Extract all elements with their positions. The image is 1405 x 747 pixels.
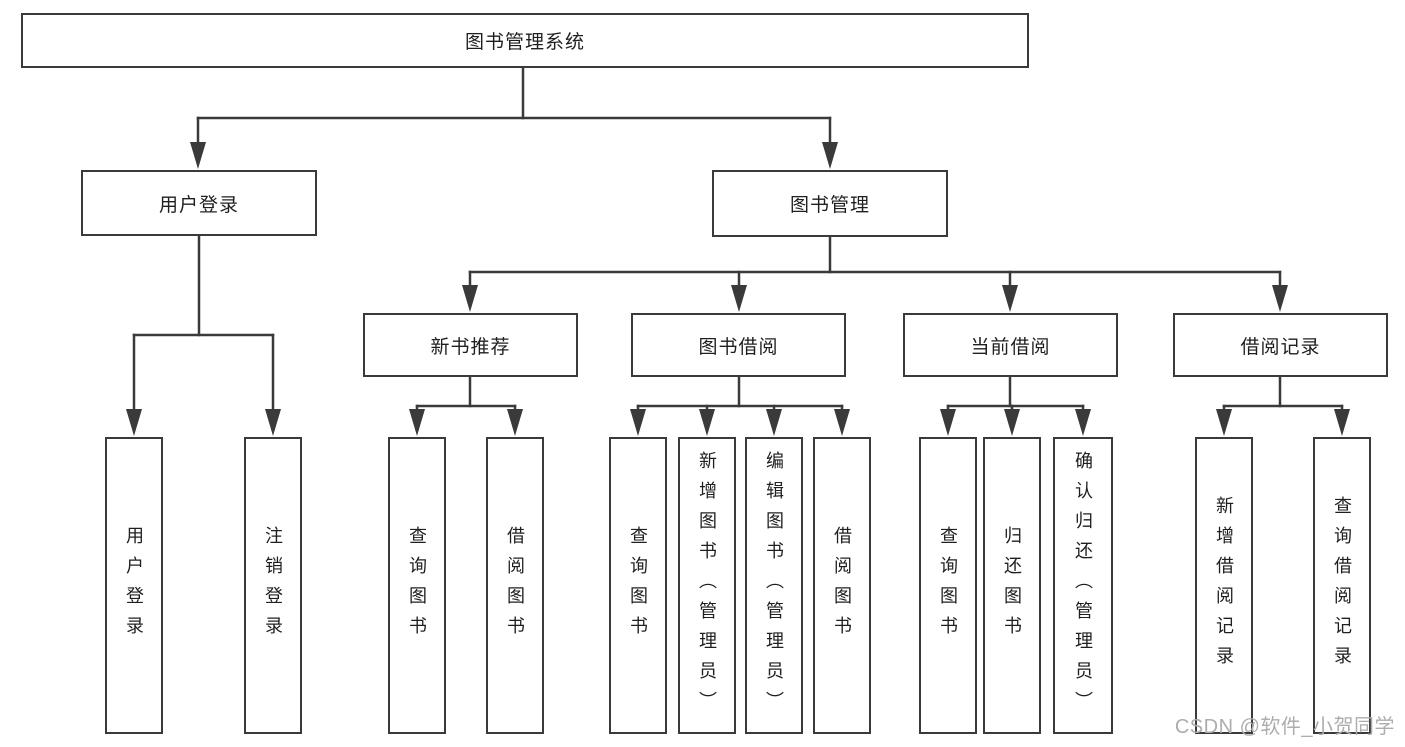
connectors-book-management-children: [462, 235, 1288, 312]
connectors-new-book-recommend-children: [409, 375, 523, 436]
node-book-borrow: 图书借阅: [631, 313, 846, 377]
node-current-borrow: 当前借阅: [903, 313, 1118, 377]
node-query-books-borrow: 查询图书: [609, 437, 667, 734]
node-user-login: 用户登录: [81, 170, 317, 236]
connectors-book-borrow-children: [630, 375, 850, 436]
node-query-books-recommend: 查询图书: [388, 437, 446, 734]
csdn-watermark: CSDN @软件_小贺同学: [1174, 716, 1395, 738]
node-book-management: 图书管理: [712, 170, 948, 237]
node-query-borrow-record: 查询借阅记录: [1313, 437, 1371, 734]
node-edit-books-admin: 编辑图书（管理员）: [745, 437, 803, 734]
connectors-current-borrow-children: [940, 375, 1091, 436]
node-new-book-recommend: 新书推荐: [363, 313, 578, 377]
node-confirm-return-admin: 确认归还（管理员）: [1053, 437, 1113, 734]
node-borrow-records: 借阅记录: [1173, 313, 1388, 377]
connectors-user-login-children: [126, 234, 281, 436]
connectors-borrow-records-children: [1216, 375, 1350, 436]
node-add-borrow-record: 新增借阅记录: [1195, 437, 1253, 734]
node-return-books: 归还图书: [983, 437, 1041, 734]
connectors-root-to-level2: [190, 66, 838, 169]
node-borrow-books-recommend: 借阅图书: [486, 437, 544, 734]
node-user-login-leaf: 用户登录: [105, 437, 163, 734]
node-borrow-books-leaf: 借阅图书: [813, 437, 871, 734]
node-add-books-admin: 新增图书（管理员）: [678, 437, 736, 734]
node-root: 图书管理系统: [21, 13, 1029, 68]
node-query-books-current: 查询图书: [919, 437, 977, 734]
node-logout-leaf: 注销登录: [244, 437, 302, 734]
